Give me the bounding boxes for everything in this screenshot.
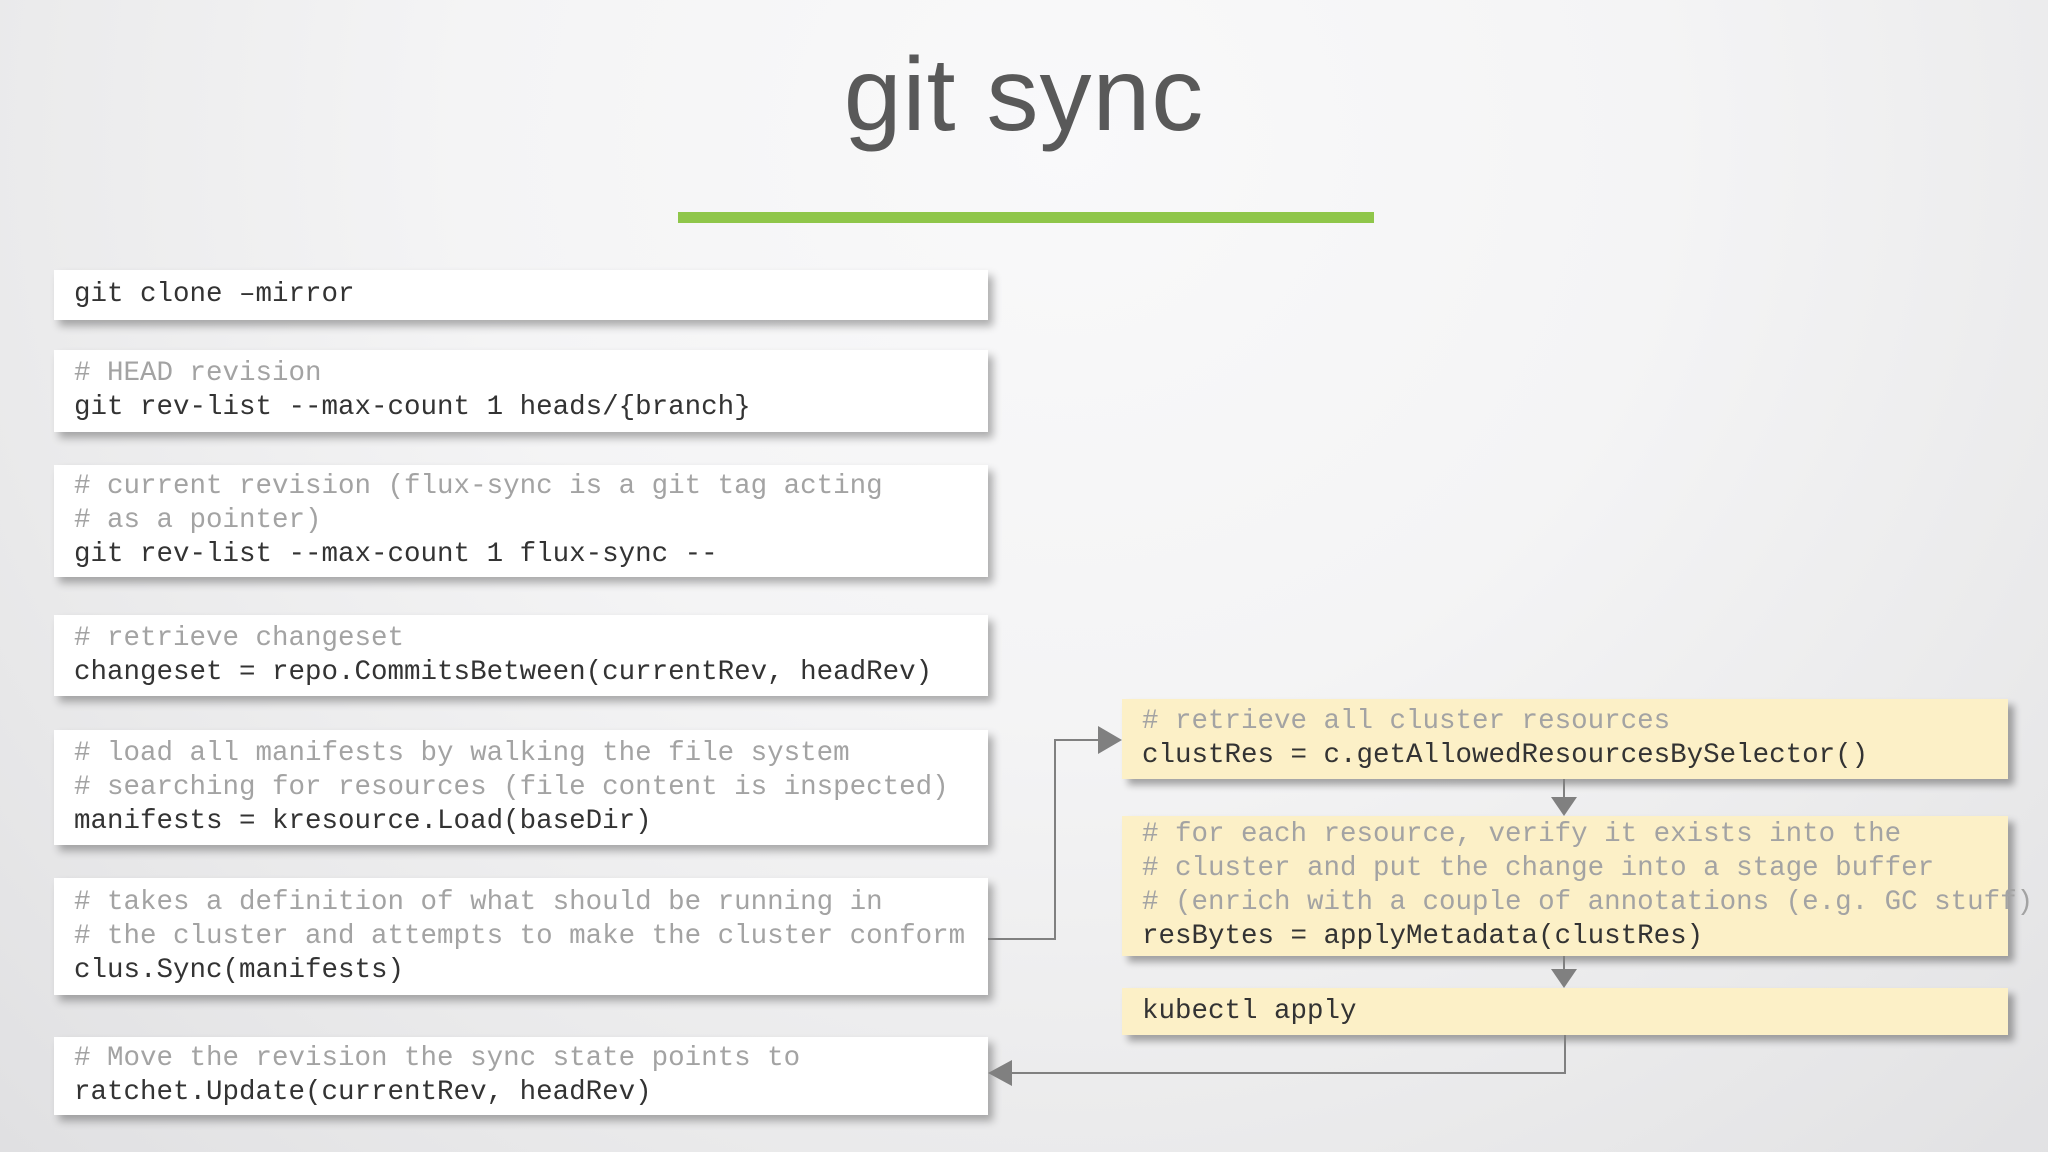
comment-line: # load all manifests by walking the file… <box>74 737 850 769</box>
code-line: ratchet.Update(currentRev, headRev) <box>74 1077 652 1108</box>
page-title: git sync <box>843 37 1205 153</box>
connector-line <box>1054 739 1100 741</box>
comment-line: # searching for resources (file content … <box>74 771 949 803</box>
code-line: git rev-list --max-count 1 heads/{branch… <box>74 392 751 423</box>
connector-line <box>1054 739 1056 940</box>
code-box-head-revision: # HEAD revision git rev-list --max-count… <box>54 350 988 432</box>
code-box-ratchet-update: # Move the revision the sync state point… <box>54 1037 988 1115</box>
comment-line: # takes a definition of what should be r… <box>74 886 883 918</box>
comment-line: # Move the revision the sync state point… <box>74 1043 801 1074</box>
code-line: git clone –mirror <box>74 279 355 310</box>
comment-line: # the cluster and attempts to make the c… <box>74 920 966 952</box>
title-underline <box>678 212 1374 223</box>
connector-line <box>988 938 1056 940</box>
code-box-git-clone: git clone –mirror <box>54 270 988 320</box>
code-box-load-manifests: # load all manifests by walking the file… <box>54 730 988 845</box>
code-line: clustRes = c.getAllowedResourcesBySelect… <box>1142 740 1869 771</box>
note-box-apply-metadata: # for each resource, verify it exists in… <box>1122 816 2034 956</box>
code-box-cluster-sync: # takes a definition of what should be r… <box>54 878 988 995</box>
code-line: manifests = kresource.Load(baseDir) <box>74 805 652 837</box>
code-line: changeset = repo.CommitsBetween(currentR… <box>74 656 933 688</box>
code-line: kubectl apply <box>1142 995 1357 1027</box>
connector-line <box>1010 1072 1566 1074</box>
code-box-current-revision: # current revision (flux-sync is a git t… <box>54 465 988 577</box>
comment-line: # as a pointer) <box>74 505 322 536</box>
comment-line: # for each resource, verify it exists in… <box>1142 819 1902 850</box>
comment-line: # retrieve all cluster resources <box>1142 706 1671 737</box>
comment-line: # cluster and put the change into a stag… <box>1142 853 1935 884</box>
comment-line: # HEAD revision <box>74 358 322 389</box>
note-box-retrieve-resources: # retrieve all cluster resources clustRe… <box>1122 699 2008 779</box>
code-line: git rev-list --max-count 1 flux-sync -- <box>74 539 718 570</box>
code-line: resBytes = applyMetadata(clustRes) <box>1142 921 1704 952</box>
note-box-kubectl-apply: kubectl apply <box>1122 988 2008 1035</box>
connector-line <box>1564 1035 1566 1074</box>
arrow-down-icon <box>1551 797 1577 816</box>
comment-line: # current revision (flux-sync is a git t… <box>74 471 883 502</box>
arrow-right-icon <box>1098 726 1122 754</box>
comment-line: # (enrich with a couple of annotations (… <box>1142 887 2034 918</box>
comment-line: # retrieve changeset <box>74 622 405 654</box>
arrow-left-icon <box>988 1060 1012 1086</box>
code-box-retrieve-changeset: # retrieve changeset changeset = repo.Co… <box>54 615 988 696</box>
connector-line <box>1563 956 1565 969</box>
code-line: clus.Sync(manifests) <box>74 954 405 986</box>
connector-line <box>1563 779 1565 798</box>
arrow-down-icon <box>1551 969 1577 988</box>
